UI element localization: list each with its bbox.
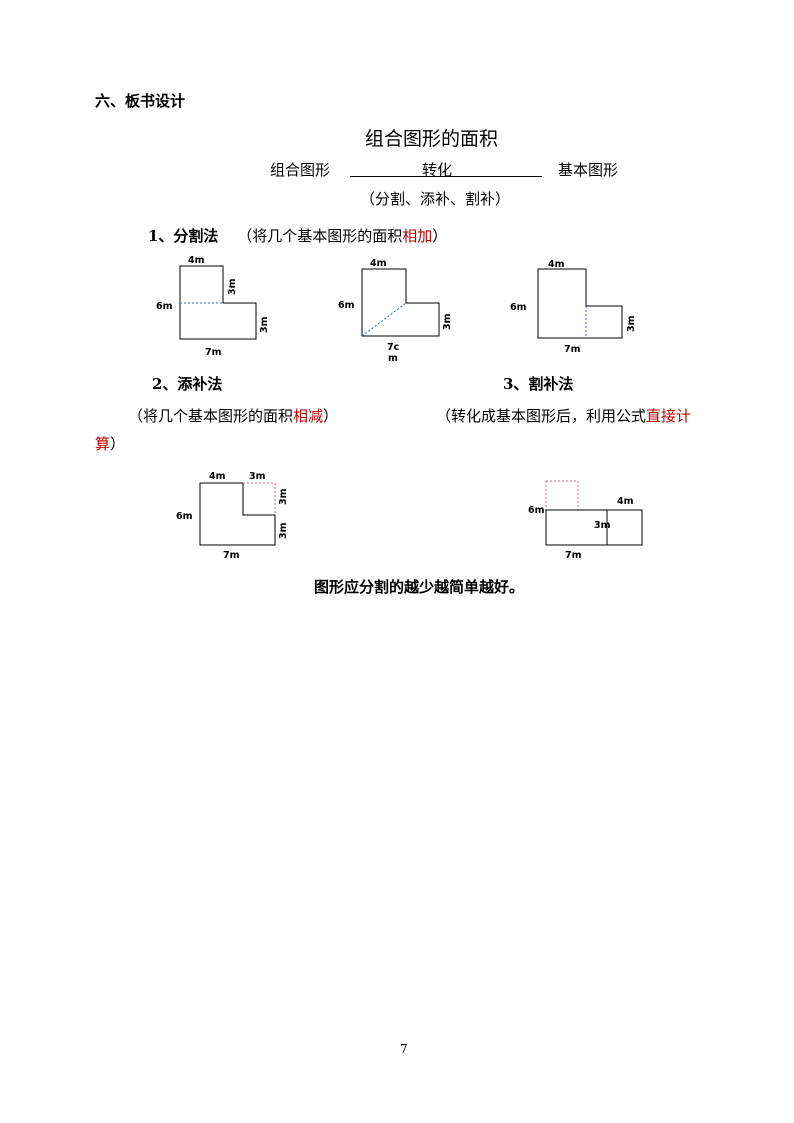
- f1-left-label: 6m: [156, 301, 173, 312]
- figure-2-split-diagonal: 4m 6m 3m 7c m: [338, 258, 453, 364]
- f5-bottom-label: 7m: [565, 550, 582, 561]
- figures-row-2: 4m 3m 3m 6m 3m 7m 4m 6m 3m 7m: [176, 471, 643, 561]
- f2-bottom-label-1: 7c: [387, 342, 399, 353]
- figure-4-dashed-addition: [243, 482, 276, 515]
- method3-note-suffix: ）: [110, 435, 126, 453]
- f4-top-label: 4m: [209, 471, 226, 482]
- f1-right-bottom-label: 3m: [259, 316, 270, 333]
- f2-bottom-label-2: m: [388, 353, 398, 364]
- figure-1-split-horizontal: 4m 3m 6m 3m 7m: [156, 255, 270, 358]
- f3-right-label: 3m: [626, 315, 637, 332]
- method2-note: （将几个基本图形的面积相减）: [128, 405, 338, 426]
- method3-note-highlight-2: 算: [95, 435, 111, 453]
- method2-note-suffix: ）: [323, 407, 339, 425]
- method1-note-suffix: ）: [432, 227, 448, 245]
- figure-2-outline: [361, 268, 440, 337]
- method3-note-line2: 算）: [95, 433, 125, 454]
- method3-note-highlight-1: 直接计: [646, 407, 692, 425]
- figure-5-outline: [545, 509, 643, 546]
- left-term: 组合图形: [270, 161, 331, 179]
- f5-left-label: 6m: [528, 505, 545, 516]
- figure-4-add-subtract: 4m 3m 3m 6m 3m 7m: [176, 471, 289, 561]
- f4-bottom-label: 7m: [223, 550, 240, 561]
- f2-left-label: 6m: [338, 300, 355, 311]
- board-title: 组合图形的面积: [365, 128, 499, 150]
- f4-right-top-label: 3m: [278, 488, 289, 505]
- method2-note-highlight: 相减: [293, 407, 324, 425]
- f3-bottom-label: 7m: [564, 344, 581, 355]
- method3-note-line1: （转化成基本图形后，利用公式直接计: [436, 405, 691, 426]
- f1-bottom-label: 7m: [205, 347, 222, 358]
- f5-inner-label: 3m: [594, 520, 611, 531]
- method3-note-prefix: （转化成基本图形后，利用公式: [436, 407, 647, 425]
- figure-5-cut-move: 4m 6m 3m 7m: [528, 480, 643, 561]
- right-term: 基本图形: [558, 161, 619, 179]
- f3-top-label: 4m: [548, 259, 565, 270]
- f4-left-label: 6m: [176, 511, 193, 522]
- f4-right-bottom-label: 3m: [278, 522, 289, 539]
- f3-left-label: 6m: [510, 302, 527, 313]
- figure-1-outline: [179, 265, 257, 340]
- figure-3-outline: [537, 268, 623, 339]
- figure-2-dashed-split: [361, 302, 407, 337]
- f1-right-top-label: 3m: [227, 278, 238, 295]
- conversion-underline: [350, 176, 542, 177]
- method1-line: 1、分割法 （将几个基本图形的面积相加）: [148, 225, 447, 246]
- method2-note-prefix: （将几个基本图形的面积: [128, 407, 294, 425]
- f5-right-label: 4m: [617, 496, 634, 507]
- method2-title: 2、添补法: [152, 375, 223, 393]
- method1-title: 1、分割法: [148, 227, 219, 245]
- method1-note: （将几个基本图形的面积相加）: [237, 227, 447, 245]
- page-number: 7: [400, 1042, 408, 1056]
- figure-5-dashed-moved-part: [545, 480, 579, 511]
- f2-top-label: 4m: [370, 258, 387, 269]
- method1-note-highlight: 相加: [402, 227, 433, 245]
- figure-3-split-vertical: 4m 6m 3m 7m: [510, 259, 637, 355]
- method3-title: 3、割补法: [503, 375, 574, 393]
- method1-note-prefix: （将几个基本图形的面积: [237, 227, 403, 245]
- section-heading: 六、板书设计: [95, 92, 186, 110]
- conclusion: 图形应分割的越少越简单越好。: [314, 578, 525, 596]
- middle-term: 转化: [422, 161, 453, 179]
- methods-summary: （分割、添补、割补）: [360, 190, 511, 208]
- f4-top-right-label: 3m: [249, 471, 266, 482]
- figures-row-1: 4m 3m 6m 3m 7m 4m 6m 3m 7c m 4m 6m 3m 7m: [156, 255, 637, 364]
- f1-top-label: 4m: [188, 255, 205, 266]
- figure-4-outline: [199, 482, 276, 546]
- f2-right-label: 3m: [442, 313, 453, 330]
